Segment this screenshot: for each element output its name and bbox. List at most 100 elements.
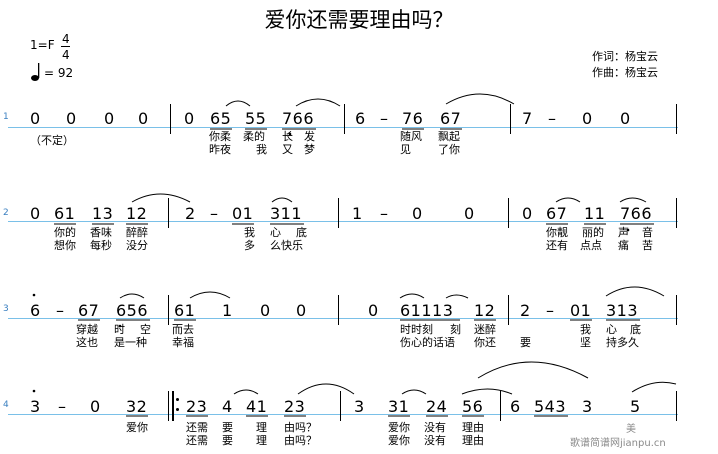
note: 11 xyxy=(584,204,606,223)
note: 67 xyxy=(440,109,462,128)
lyric: 又 xyxy=(282,143,293,156)
slur xyxy=(131,193,191,203)
key-signature: 1=F xyxy=(30,38,55,52)
staff-line xyxy=(8,414,678,415)
note: 23 xyxy=(284,397,306,416)
row-number: 4 xyxy=(3,400,9,410)
note: 313 xyxy=(606,301,639,320)
row-number: 3 xyxy=(3,304,9,314)
slur xyxy=(297,383,355,395)
note: 01 xyxy=(232,204,254,223)
note: 0 xyxy=(620,109,631,128)
quarter-note-icon xyxy=(30,62,44,86)
note: 0 xyxy=(104,109,115,128)
lyric: 点点 xyxy=(580,239,602,252)
lyric: 还需 xyxy=(186,421,208,434)
note: 0 xyxy=(296,301,307,320)
note: 0 xyxy=(90,397,101,416)
lyric: 心 xyxy=(606,323,617,336)
lyric: 多 xyxy=(244,239,255,252)
barline xyxy=(676,104,677,134)
beams xyxy=(54,128,654,417)
note: 12 xyxy=(126,204,148,223)
note: 0 xyxy=(368,301,379,320)
note: 61 xyxy=(54,204,76,223)
note: 55 xyxy=(245,109,267,128)
lyric: 我 xyxy=(244,226,255,239)
note: 32 xyxy=(126,397,148,416)
lyric: 还有 xyxy=(546,239,568,252)
slur xyxy=(619,197,647,203)
lyric: 我 xyxy=(256,143,267,156)
note: – xyxy=(56,301,65,320)
note: 543 xyxy=(534,397,567,416)
lyric: 爱你 xyxy=(126,421,148,434)
barline xyxy=(508,198,509,228)
slur xyxy=(233,389,259,395)
lyric: 长 xyxy=(282,130,293,143)
time-signature-bottom: 4 xyxy=(62,48,70,62)
lyric: 梦 xyxy=(304,143,315,156)
lyric: 苦 xyxy=(642,239,653,252)
lyric: 没有 xyxy=(424,434,446,447)
lyric: 你还 xyxy=(474,336,496,349)
lyric: 持多久 xyxy=(606,336,639,349)
note: 31 xyxy=(388,397,410,416)
lyric: 爱你 xyxy=(388,434,410,447)
lyric: 要 xyxy=(222,421,233,434)
repeat-dot xyxy=(176,398,179,401)
lyric: 醉醉 xyxy=(126,226,148,239)
note: 656 xyxy=(116,301,149,320)
slur xyxy=(119,293,145,299)
note: 1 xyxy=(352,204,363,223)
note: 4 xyxy=(222,397,233,416)
note: 76 xyxy=(402,109,424,128)
barline xyxy=(508,295,509,325)
note: 61 xyxy=(174,301,196,320)
note: 0 xyxy=(582,109,593,128)
lyric: 空 xyxy=(140,323,151,336)
lyric: 声 xyxy=(618,226,629,239)
note: – xyxy=(58,397,67,416)
barline xyxy=(344,104,345,134)
note: 65 xyxy=(210,109,232,128)
note: 2 xyxy=(520,301,531,320)
slur xyxy=(477,361,589,379)
lyric: 这也 xyxy=(76,336,98,349)
lyric: 爱你 xyxy=(388,421,410,434)
note: 3 xyxy=(354,397,365,416)
lyric: 而去 xyxy=(172,323,194,336)
row-number: 2 xyxy=(3,208,9,218)
barline xyxy=(676,198,677,228)
watermark-small: 美 xyxy=(626,424,636,435)
note: 3 xyxy=(582,397,593,416)
barline xyxy=(168,391,169,421)
lyric: 随风 xyxy=(400,130,422,143)
tempo-marking: = 92 xyxy=(44,66,74,80)
lyric: （不定） xyxy=(30,134,74,147)
note: 01 xyxy=(570,301,592,320)
slur xyxy=(271,197,293,203)
lyric: 每秒 xyxy=(90,239,112,252)
lyric: 昨夜 xyxy=(209,143,231,156)
barline xyxy=(170,104,171,134)
octave-dot xyxy=(288,132,292,136)
lyric: 你靓 xyxy=(546,226,568,239)
slur xyxy=(445,93,515,105)
lyric: 时时刻 xyxy=(400,323,433,336)
lyricist-credit: 作词：杨宝云 xyxy=(592,50,658,63)
lyric: 理 xyxy=(256,421,267,434)
note: 23 xyxy=(186,397,208,416)
note: 1 xyxy=(222,301,233,320)
slur xyxy=(295,98,341,107)
lyric: 还需 xyxy=(186,434,208,447)
note: 6 xyxy=(30,301,41,320)
lyric: 理由 xyxy=(462,421,484,434)
barline xyxy=(676,295,677,325)
note: 2 xyxy=(185,204,196,223)
lyric: 柔的 xyxy=(243,130,265,143)
time-signature-bar xyxy=(61,46,70,47)
note: 0 xyxy=(138,109,149,128)
note: 766 xyxy=(620,204,653,223)
